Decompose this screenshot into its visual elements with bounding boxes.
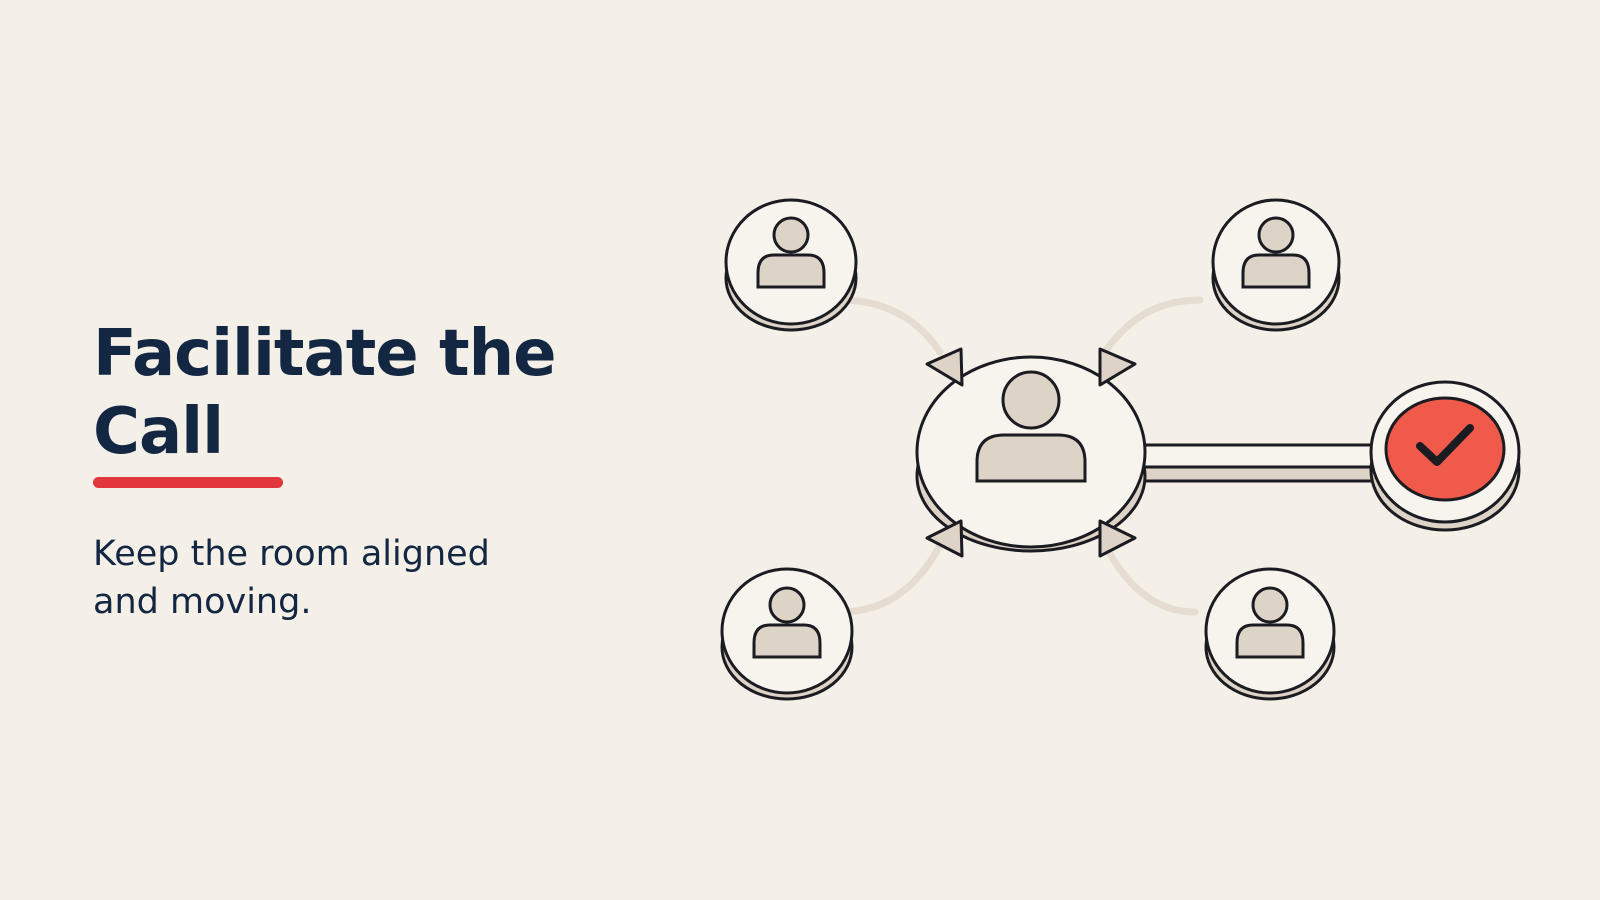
title-line-2: Call (93, 395, 224, 469)
participant-node-bottom-left (720, 567, 854, 701)
text-block: Facilitate the Call Keep the room aligne… (93, 315, 613, 626)
connector-top-left (836, 296, 944, 356)
outcome-node (1369, 380, 1521, 532)
arrow-triangle-icon (1098, 347, 1137, 387)
arrow-markers (925, 347, 1137, 558)
arrow-triangle-icon (1098, 519, 1137, 558)
participant-node-top-left (724, 198, 858, 332)
participant-avatar-icon (1241, 216, 1311, 289)
participant-node-top-right (1211, 198, 1341, 332)
slide-title: Facilitate the Call (93, 315, 613, 471)
connector-top-right (1101, 296, 1204, 356)
participant-avatar-icon (1235, 586, 1305, 659)
participant-avatar-icon (756, 216, 826, 289)
arrow-triangle-icon (925, 519, 964, 558)
arrow-triangle-icon (925, 347, 964, 387)
connector-bottom-right (1101, 541, 1199, 616)
participant-avatar-icon (752, 586, 822, 659)
slide-subtitle: Keep the room aligned and moving. (93, 534, 490, 622)
title-underline (93, 477, 283, 488)
connector-bottom-left (836, 541, 944, 616)
outcome-bar (1118, 443, 1384, 483)
participant-node-bottom-right (1204, 567, 1336, 701)
title-line-1: Facilitate the (93, 317, 557, 391)
connector-paths (836, 296, 1204, 616)
checkmark-icon (1416, 424, 1474, 466)
facilitator-avatar-icon (975, 370, 1087, 483)
facilitator-node (915, 355, 1147, 553)
